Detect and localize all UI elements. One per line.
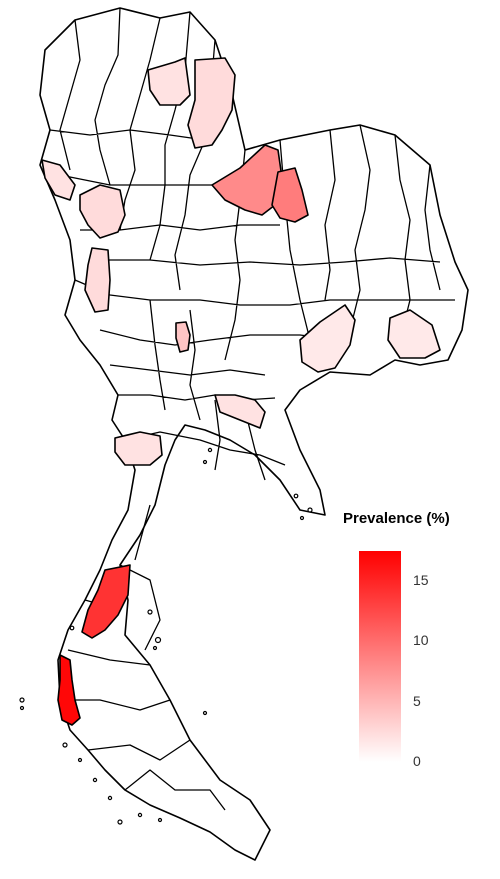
- legend-tick-label: 5: [413, 692, 421, 709]
- province-north-2: [187, 57, 236, 149]
- province-north-5: [84, 247, 111, 313]
- legend-tick-mark: [401, 762, 406, 763]
- province-central-1: [175, 321, 191, 353]
- legend-tick-label: 10: [413, 632, 429, 649]
- legend-color-bar: [359, 551, 401, 762]
- islands: [19, 447, 313, 825]
- province-north-1: [147, 57, 191, 106]
- legend-tick-mark: [401, 581, 406, 583]
- province-north-3: [41, 159, 76, 201]
- legend-title: Prevalence (%): [343, 510, 450, 527]
- province-northeast-4: [387, 309, 441, 359]
- province-south-1: [81, 564, 131, 639]
- province-west-1: [114, 431, 163, 466]
- legend-tick-mark: [401, 641, 406, 643]
- province-boundaries: [49, 7, 455, 811]
- legend-tick-mark: [401, 701, 406, 703]
- province-south-2: [57, 654, 81, 726]
- province-northeast-3: [299, 304, 356, 373]
- country-outline: [39, 7, 469, 861]
- legend-tick-label: 0: [413, 753, 421, 769]
- province-north-4: [79, 184, 126, 239]
- province-central-2: [214, 394, 266, 429]
- province-northeast-2: [271, 167, 309, 223]
- legend-tick-label: 15: [413, 572, 429, 589]
